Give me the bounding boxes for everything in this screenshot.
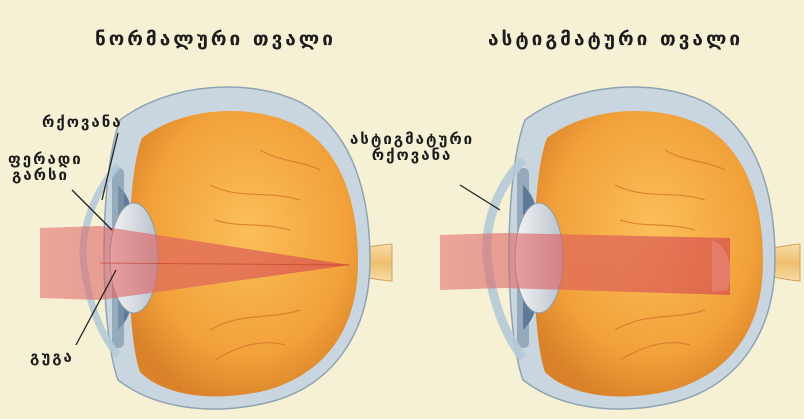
pupil-label: გუგა [30,350,74,366]
iris-label: ფერადი გარსი [8,152,83,184]
astigmatic-cornea-line2: რქოვანა [350,148,474,164]
astigmatic-cornea-label: ასტიგმატური რქოვანა [350,132,474,164]
astigmatic-eye-title: ასტიგმატური თვალი [488,30,743,50]
cornea-label: რქოვანა [42,115,123,131]
normal-eye [40,87,392,409]
astigmatic-eye [440,87,800,409]
normal-eye-title: ნორმალური თვალი [95,30,336,50]
light-beam-astig [440,233,730,295]
iris-label-line2: გარსი [12,168,83,184]
